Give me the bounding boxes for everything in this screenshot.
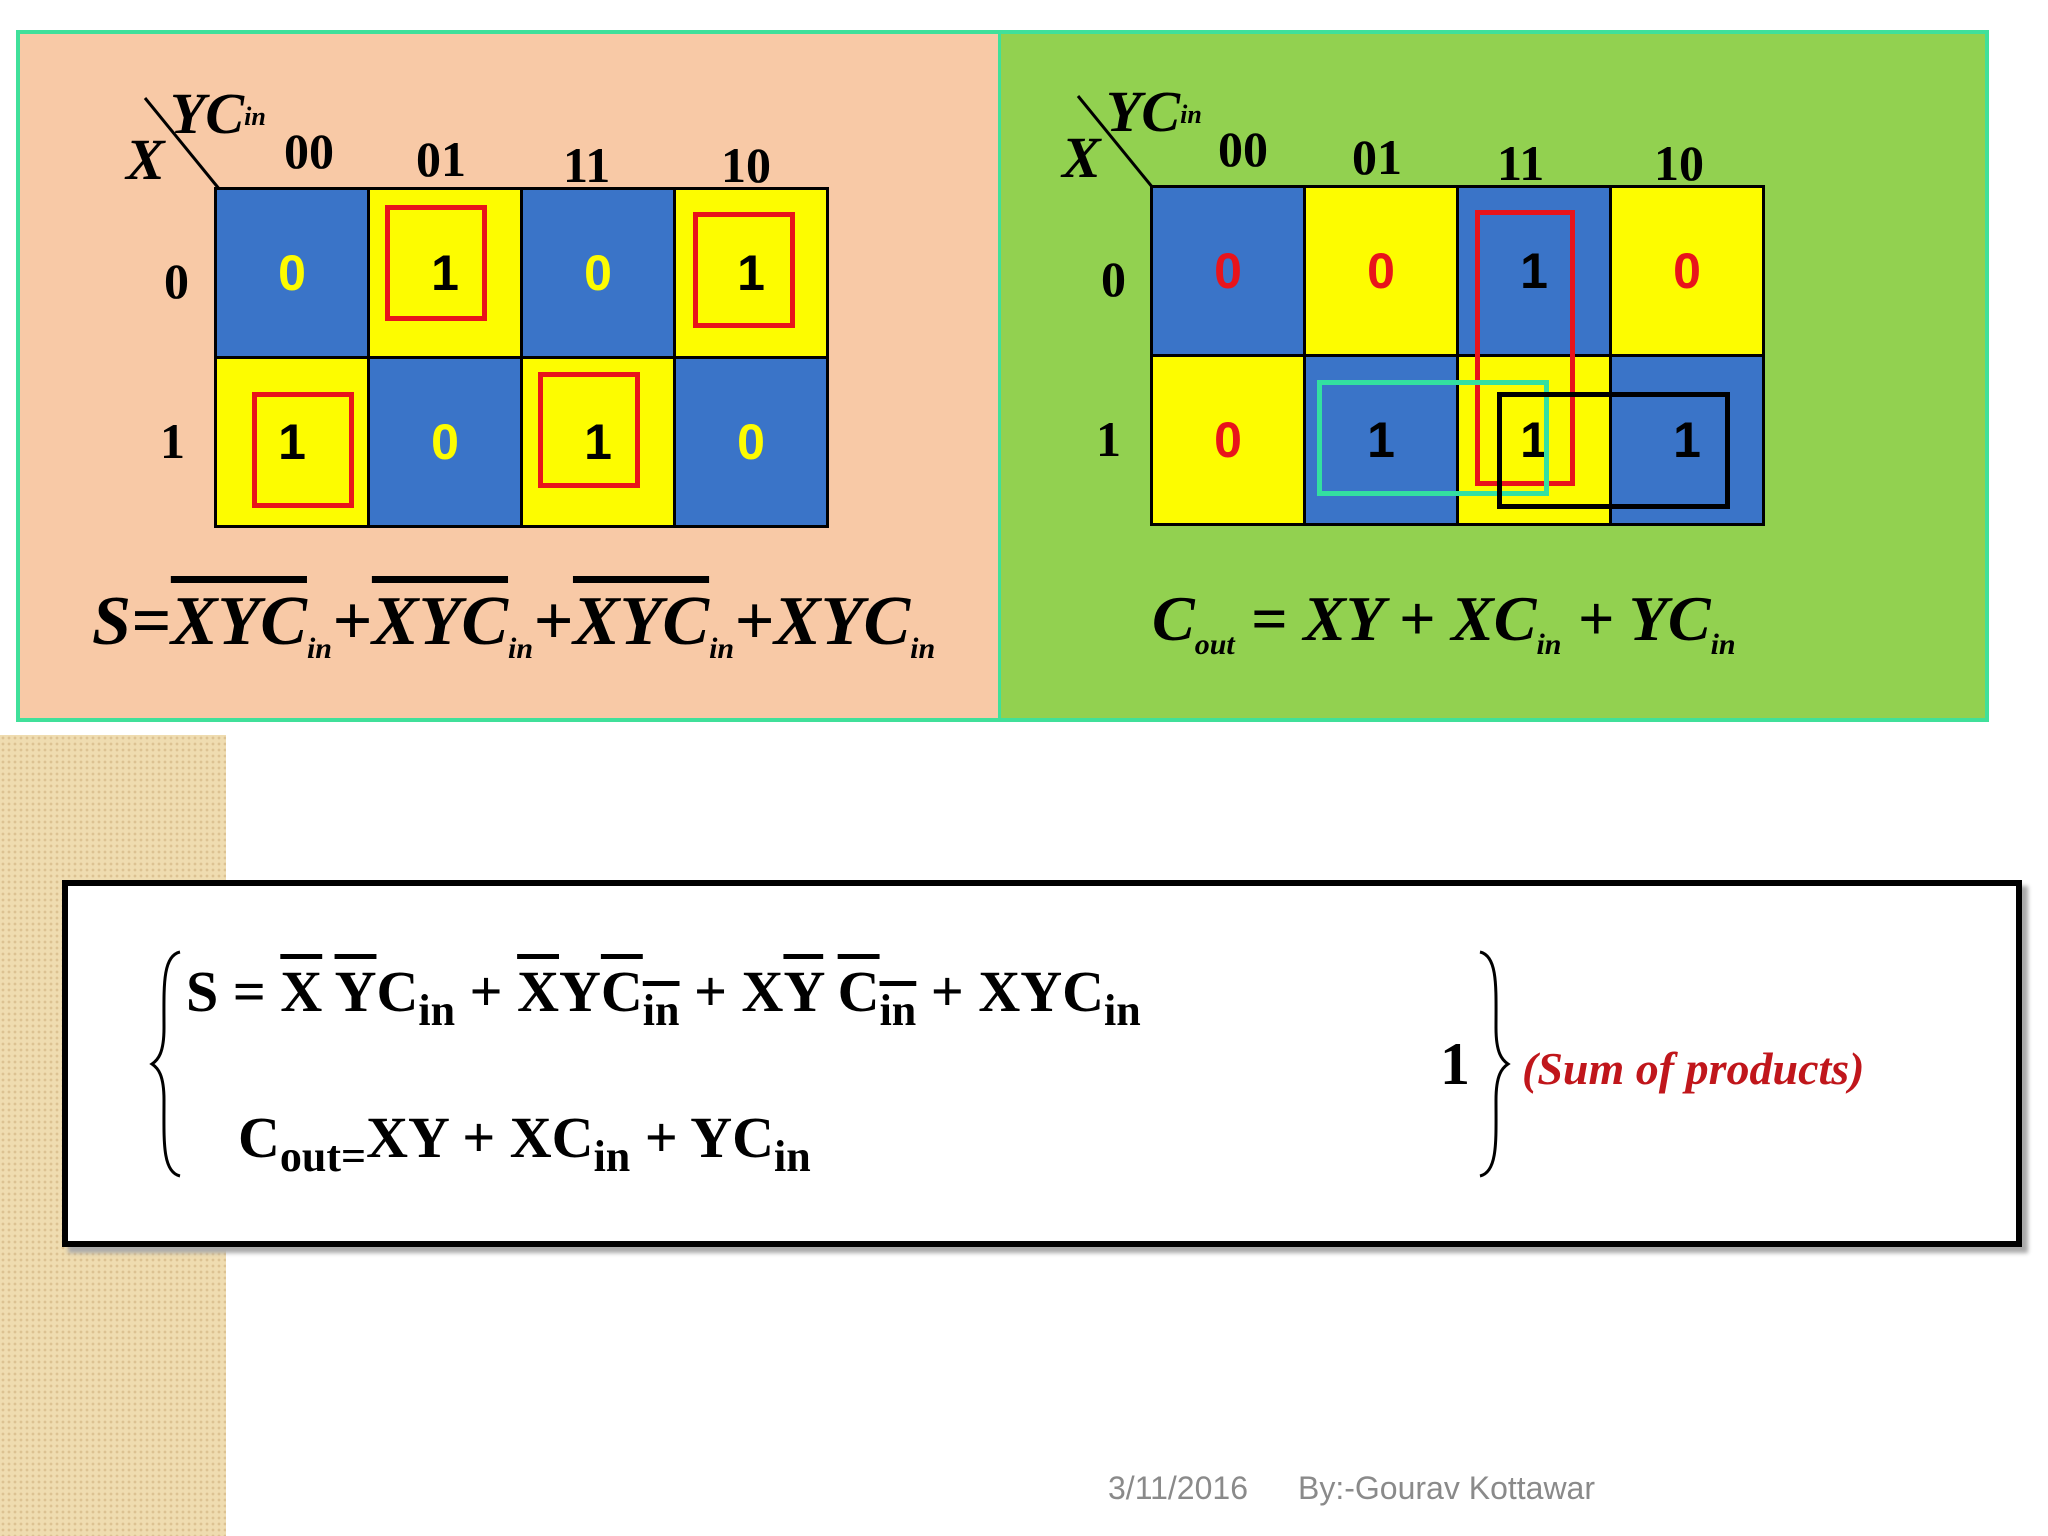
carry-col-header-10: 10: [1654, 135, 1704, 191]
carry-row-header-1: 1: [1096, 411, 1121, 467]
sum-group-box-0-01: [385, 205, 487, 321]
carry-group-box-yc: [1475, 210, 1575, 486]
carry-cell-0-00: 0: [1150, 185, 1306, 357]
sum-row-header-1: 1: [160, 413, 185, 469]
carry-row-header-0: 0: [1101, 251, 1126, 307]
sum-cell-0-00: 0: [214, 187, 370, 359]
sum-cell-0-11: 0: [520, 187, 676, 359]
carry-cell-0-01: 0: [1303, 185, 1459, 357]
carry-group-box-xy: [1317, 380, 1549, 496]
sum-cell-1-01: 0: [367, 356, 523, 528]
carry-kmap-row-var: X: [1062, 125, 1101, 190]
sum-kmap-corner-diagonal: [143, 97, 222, 191]
carry-cell-1-10: 1: [1609, 354, 1765, 526]
carry-kmap-grid: 0 0 1 0 0 1 1 1: [1150, 185, 1765, 526]
sum-row-header-0: 0: [164, 253, 189, 309]
footer-date: 3/11/2016: [1108, 1470, 1248, 1506]
sum-of-products-label: (Sum of products): [1522, 1043, 1865, 1094]
carry-cell-0-10: 0: [1609, 185, 1765, 357]
carry-kmap-equation: Cout = XY + XCin + YCin: [1152, 583, 1736, 661]
carry-col-header-01: 01: [1352, 129, 1402, 185]
carry-group-box-xc: [1497, 392, 1730, 509]
sum-cell-0-01: 1: [367, 187, 523, 359]
carry-col-header-11: 11: [1497, 135, 1545, 191]
sum-kmap-equation: S=XYCin+XYCin+XYCin+XYCin: [92, 583, 936, 665]
sum-kmap-col-var: YCin: [170, 81, 266, 146]
sum-cell-1-11: 1: [520, 356, 676, 528]
right-brace: [1479, 950, 1511, 1178]
sum-cell-1-10: 0: [673, 356, 829, 528]
carry-kmap-col-var: YCin: [1106, 79, 1202, 144]
sum-group-box-1-00: [252, 392, 354, 508]
carry-cell-1-00: 0: [1150, 354, 1306, 526]
sum-kmap-grid: 0 1 0 1 1 0 1 0: [214, 187, 829, 528]
footer-author: By:-Gourav Kottawar: [1298, 1470, 1595, 1506]
sum-col-header-01: 01: [416, 131, 466, 187]
sum-cell-1-00: 1: [214, 356, 370, 528]
sum-kmap-row-var: X: [126, 127, 165, 192]
sum-group-box-0-10: [693, 212, 795, 328]
sum-group-box-1-11: [538, 372, 640, 488]
left-brace: [149, 950, 181, 1178]
carry-kmap-corner-diagonal: [1076, 95, 1155, 189]
sum-formula: S = X YCin + XYCin + XY Cin + XYCin: [186, 959, 1141, 1035]
equation-number: 1: [1440, 1031, 1470, 1097]
formula-box: [62, 880, 2022, 1247]
sum-col-header-11: 11: [563, 137, 611, 193]
sum-col-header-10: 10: [721, 137, 771, 193]
sum-col-header-00: 00: [284, 123, 334, 179]
carry-col-header-00: 00: [1218, 121, 1268, 177]
carry-formula: Cout=XY + XCin + YCin: [238, 1105, 811, 1181]
